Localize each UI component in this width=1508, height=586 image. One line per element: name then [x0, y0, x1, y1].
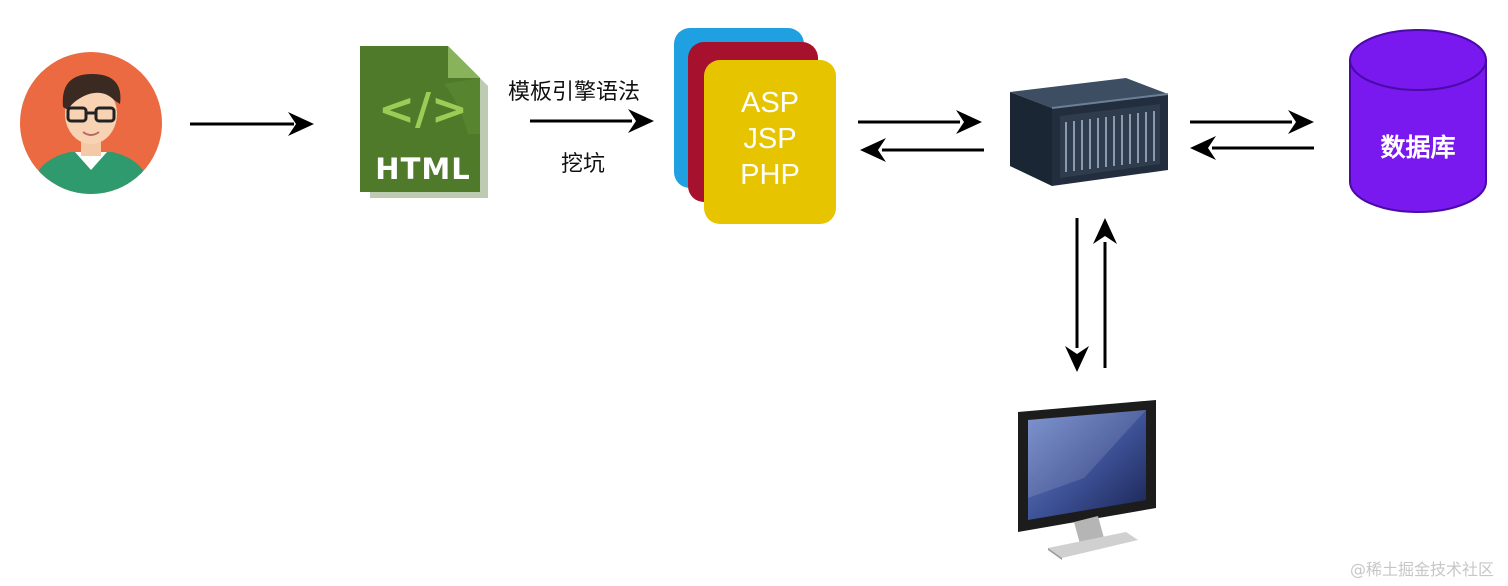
arrow-label-dig-pit: 挖坑 — [561, 152, 606, 177]
server-icon — [1010, 78, 1169, 186]
html-code-symbol: </> — [378, 84, 468, 135]
template-label-asp: ASP — [740, 87, 800, 119]
arrow-html-to-template — [530, 109, 654, 133]
arrow-monitor-to-server — [1093, 218, 1117, 368]
database-icon: 数据库 — [1348, 28, 1488, 214]
arrow-label-template-syntax: 模板引擎语法 — [508, 80, 641, 105]
database-label: 数据库 — [1380, 133, 1456, 162]
arrow-server-to-monitor — [1065, 218, 1089, 372]
html-file-icon: </> HTML — [356, 44, 490, 200]
arrow-server-to-template — [860, 138, 984, 162]
html-file-label: HTML — [375, 152, 471, 186]
template-label-jsp: JSP — [743, 123, 797, 155]
template-card-yellow: ASP JSP PHP — [704, 60, 836, 224]
user-avatar-icon — [20, 52, 162, 194]
arrow-server-to-database — [1190, 110, 1314, 134]
arrow-user-to-html — [190, 112, 314, 136]
template-label-php: PHP — [740, 159, 800, 191]
arrow-database-to-server — [1190, 136, 1314, 160]
monitor-icon — [1018, 400, 1156, 560]
arrow-template-to-server — [858, 110, 982, 134]
watermark-text: @稀土掘金技术社区 — [1349, 560, 1494, 579]
